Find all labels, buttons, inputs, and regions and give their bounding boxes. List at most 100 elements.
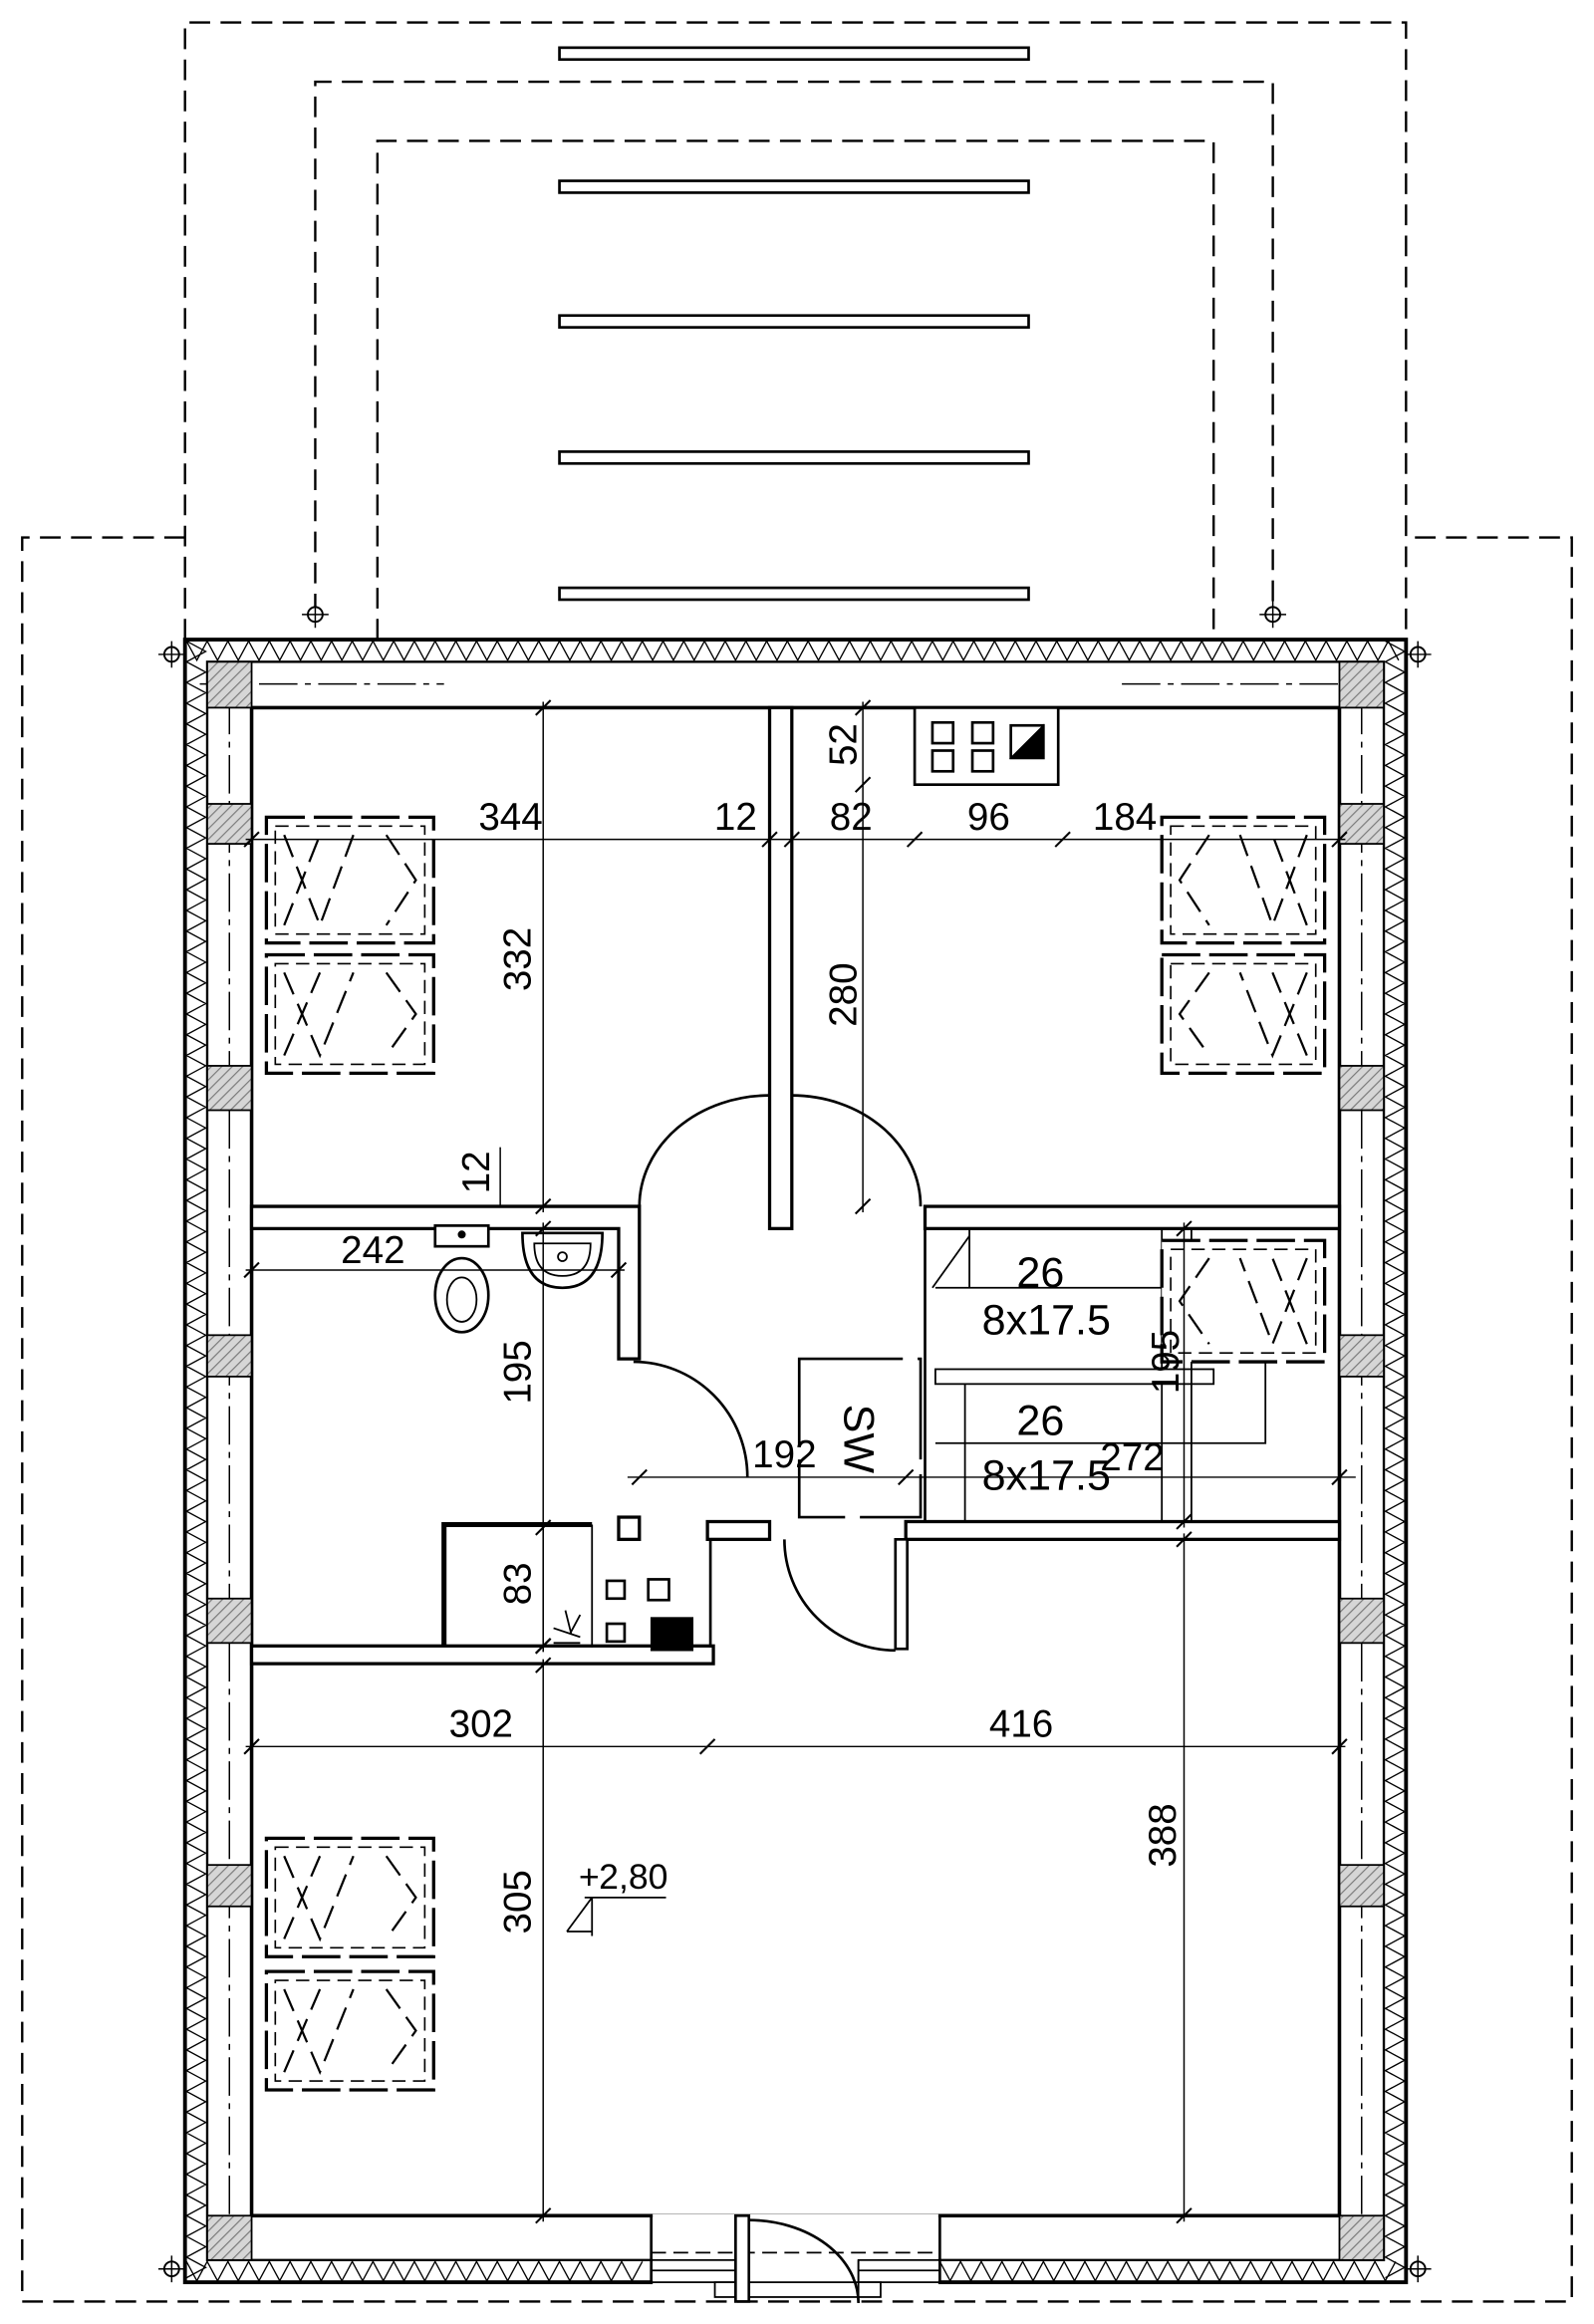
roof-window-opening-lines bbox=[1178, 834, 1308, 929]
roof-window-icon bbox=[264, 1969, 435, 2092]
dimension-label: 83 bbox=[496, 1562, 539, 1605]
stair-top-wall bbox=[923, 1204, 1342, 1230]
dimension-tick bbox=[535, 1197, 552, 1215]
dimension-tick bbox=[906, 831, 924, 848]
roof-window-sash bbox=[1170, 962, 1317, 1066]
stair-upper-steps: 8x17.5 bbox=[982, 1296, 1111, 1344]
interior-doors bbox=[633, 1094, 923, 1653]
insulation-hatch bbox=[1384, 640, 1407, 2279]
roof-bar bbox=[558, 314, 1030, 329]
stair-divider bbox=[934, 1368, 1215, 1386]
wardrobe-outline bbox=[797, 1357, 923, 1519]
roof-window-icon bbox=[1160, 815, 1327, 945]
sink-basin-inner bbox=[533, 1242, 592, 1277]
roof-window-icon bbox=[1160, 952, 1327, 1075]
dimension-label: 242 bbox=[341, 1229, 404, 1272]
dimension-label: 388 bbox=[1142, 1803, 1185, 1867]
roof-window-sash bbox=[1170, 1248, 1317, 1354]
dimension-label: 305 bbox=[496, 1870, 539, 1934]
stair-lower-steps: 8x17.5 bbox=[982, 1451, 1111, 1499]
bathroom-bottom-wall bbox=[249, 1644, 715, 1666]
corner-section bbox=[206, 2214, 253, 2261]
wall-window-section bbox=[1338, 1864, 1385, 1908]
burner-icon bbox=[605, 1622, 627, 1644]
roof-window-opening-lines bbox=[1178, 1257, 1308, 1348]
roof-window-opening-lines bbox=[283, 971, 417, 1059]
entrance-step bbox=[713, 2281, 882, 2298]
roof-window-sash bbox=[274, 1846, 426, 1949]
dimension-tick bbox=[243, 1738, 260, 1755]
hall-wall-left bbox=[705, 1519, 772, 1541]
axis-marker bbox=[1259, 601, 1286, 629]
dimension-tick bbox=[1176, 1513, 1193, 1530]
roof-window-icon bbox=[264, 815, 435, 945]
roof-window-frame bbox=[264, 815, 435, 945]
roof-window-frame bbox=[1160, 1238, 1327, 1364]
dimension-tick bbox=[535, 699, 552, 716]
entrance-door-leaf bbox=[734, 2213, 751, 2303]
roof-window-sash bbox=[1170, 825, 1317, 935]
toilet-bowl bbox=[433, 1256, 490, 1334]
roof-bar bbox=[558, 586, 1030, 602]
level-value: 2,80 bbox=[599, 1857, 667, 1897]
dimension-label: 302 bbox=[449, 1703, 513, 1746]
toilet-bowl-inner bbox=[445, 1276, 478, 1323]
dimension-tick bbox=[1176, 1220, 1193, 1237]
dimension-tick bbox=[854, 776, 872, 793]
insulation-hatch bbox=[185, 640, 1400, 662]
roof-window-frame bbox=[264, 1836, 435, 1958]
dimension-tick bbox=[783, 831, 800, 848]
burner-icon bbox=[970, 720, 995, 745]
staircase: 26 8x17.5 26 8x17.5 bbox=[924, 1228, 1267, 1522]
axis-marker bbox=[1404, 2255, 1432, 2283]
wall-hatched-sections bbox=[206, 660, 1385, 2261]
burner-icon bbox=[930, 720, 955, 745]
dimension-tick bbox=[535, 1220, 552, 1237]
level-marker: + 2,80 bbox=[566, 1857, 668, 1937]
wall-window-section bbox=[206, 1597, 253, 1645]
dimension-label: 82 bbox=[830, 796, 873, 839]
axis-lines bbox=[199, 682, 1363, 2250]
dimension-tick bbox=[535, 2207, 552, 2224]
dimension-tick bbox=[243, 1261, 260, 1279]
dimension-labels: 344 12 82 96 184 52 332 280 12 242 195 1… bbox=[341, 723, 1188, 1934]
hall-wall-right bbox=[904, 1519, 1342, 1541]
stair-tread bbox=[931, 1235, 970, 1289]
dimension-label: 52 bbox=[822, 723, 865, 766]
dimension-label: 272 bbox=[1100, 1436, 1164, 1479]
door-leaf-lower-hall bbox=[894, 1537, 910, 1651]
wardrobe-label: SW bbox=[835, 1405, 883, 1474]
dimension-tick bbox=[854, 699, 872, 716]
dimension-label: 195 bbox=[1145, 1330, 1188, 1394]
insulation-hatch bbox=[185, 2259, 644, 2283]
dimension-label: 416 bbox=[989, 1703, 1053, 1746]
axis-marker bbox=[157, 2255, 185, 2283]
roof-bar bbox=[558, 179, 1030, 194]
partition-top-rooms bbox=[767, 705, 794, 1230]
stair-walk-line bbox=[934, 1286, 1267, 1444]
wall-window-section bbox=[1338, 803, 1385, 845]
insulation-hatch bbox=[184, 640, 207, 2279]
wall-window-section bbox=[206, 1065, 253, 1112]
kitchenette bbox=[553, 1578, 694, 1652]
partition-walls bbox=[249, 705, 1342, 1666]
corner-section bbox=[206, 660, 253, 709]
opening-cutout bbox=[653, 2213, 938, 2286]
roof-window-icon bbox=[264, 1836, 435, 1958]
dimension-tick bbox=[854, 1197, 872, 1215]
dimension-label: 12 bbox=[714, 796, 757, 839]
dimension-tick bbox=[1176, 1531, 1193, 1548]
dimension-lines bbox=[243, 699, 1356, 2224]
faucet-icon bbox=[553, 1610, 582, 1645]
burner-icon bbox=[647, 1578, 670, 1602]
stair-upper-treads: 26 bbox=[1016, 1249, 1064, 1297]
wall-window-section bbox=[206, 1864, 253, 1908]
roof-bars bbox=[558, 46, 1030, 602]
roof-window-frame bbox=[1160, 952, 1327, 1075]
dimension-tick bbox=[761, 831, 778, 848]
level-sign: + bbox=[579, 1857, 600, 1897]
wardrobe: SW bbox=[797, 1357, 923, 1519]
burner-icon bbox=[930, 749, 955, 773]
roof-outline-inner bbox=[376, 139, 1215, 641]
